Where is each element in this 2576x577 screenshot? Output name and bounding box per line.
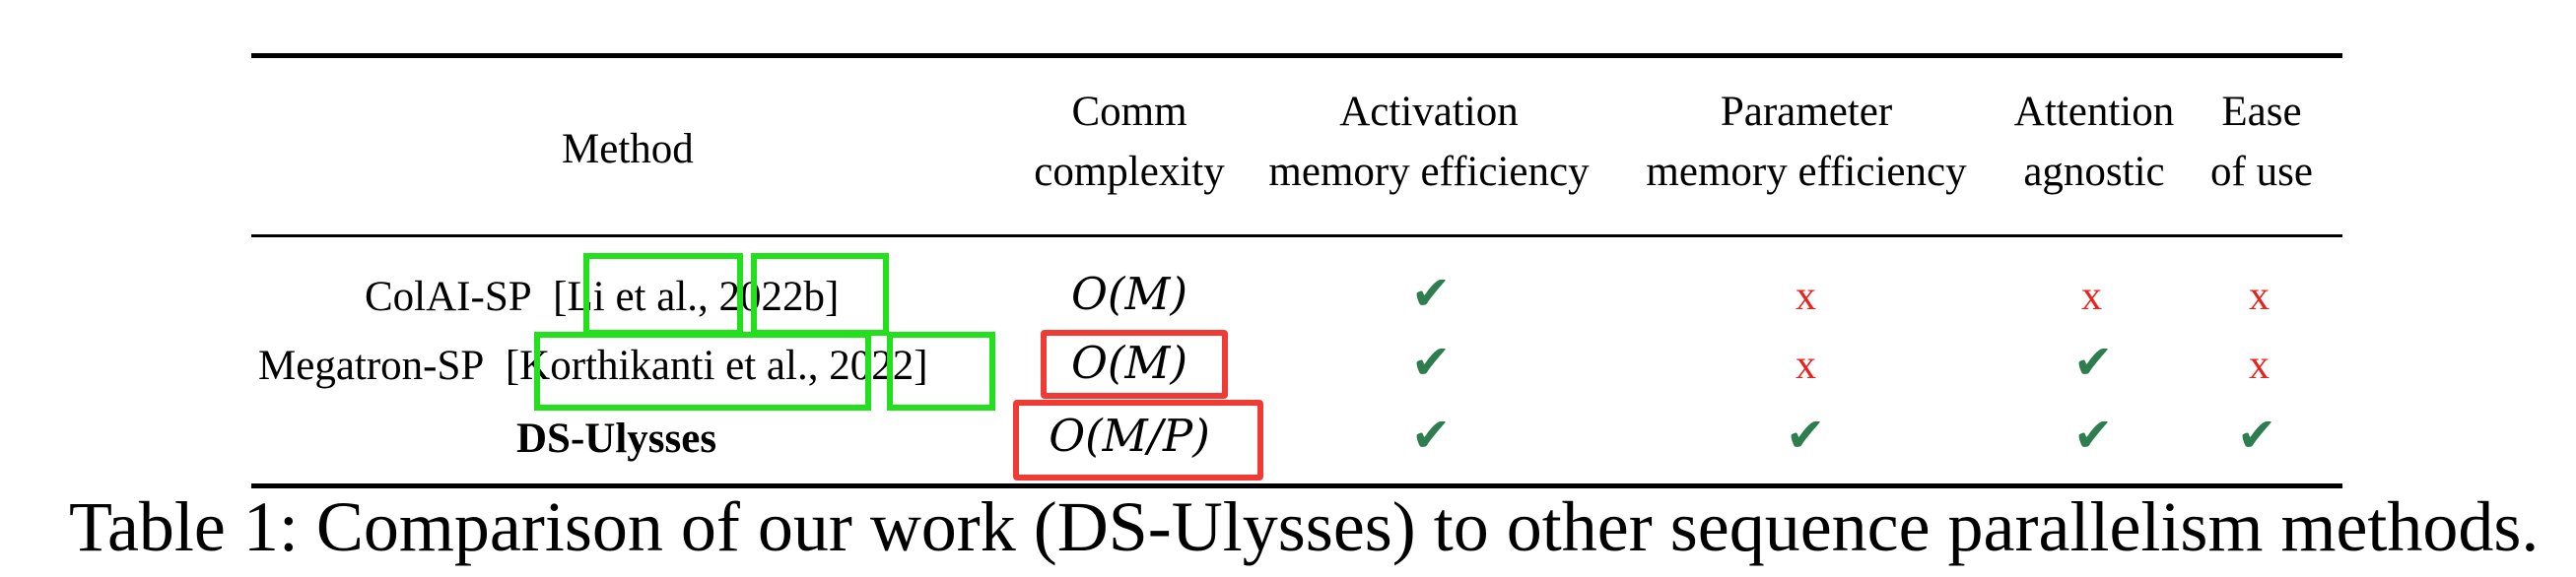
row-2-attention-check-icon: ✔ [2073,335,2114,390]
header-activation-line2: memory efficiency [1268,149,1590,195]
bottom-rule [251,483,2342,488]
header-parameter-line1: Parameter [1720,89,1893,135]
cite-close: ] [825,274,840,320]
header-activation-memory: Activation memory efficiency [1252,91,1606,193]
row-3-attention-check-icon: ✔ [2073,408,2114,463]
row-3-comm-complexity: O(M/P) [1049,410,1210,462]
header-ease-line1: Ease [2221,89,2302,135]
header-attention-agnostic: Attention agnostic [2000,91,2188,193]
row-1-activation-check-icon: ✔ [1411,266,1452,321]
row-2-method: Megatron-SP [Korthikanti et al., 2022] [258,345,928,387]
highlight-box-citation-author-row-1 [583,253,743,336]
highlight-box-citation-author-row-2 [534,332,871,411]
method-name: ColAI-SP [365,274,532,320]
cite-close: ] [914,343,928,389]
header-ease-line2: of use [2210,149,2313,195]
row-2-parameter-cross-icon: x [1796,343,1816,388]
cite-separator: , [698,274,709,320]
header-attention-line1: Attention [2013,89,2175,135]
method-name: Megatron-SP [258,343,485,389]
row-3-ease-check-icon: ✔ [2237,408,2277,463]
header-parameter-memory: Parameter memory efficiency [1626,91,1987,193]
header-parameter-line2: memory efficiency [1646,149,1967,195]
header-method: Method [562,126,694,172]
table-caption: Table 1: Comparison of our work (DS-Ulys… [69,487,2540,566]
cite-open: [ [553,274,568,320]
highlight-box-comm-row-2 [1041,330,1228,399]
header-ease-of-use: Ease of use [2193,91,2331,193]
row-2-activation-check-icon: ✔ [1411,335,1452,390]
cite-separator: , [807,343,819,389]
highlight-box-citation-year-row-2 [887,332,995,411]
citation-author-link[interactable]: Korthikanti et al. [519,343,808,389]
row-3-parameter-check-icon: ✔ [1786,408,1826,463]
highlight-box-citation-year-row-1 [751,253,889,336]
header-comm-line2: complexity [1034,149,1225,195]
citation-year-link[interactable]: 2022 [829,343,915,389]
highlight-box-comm-row-3 [1013,400,1263,481]
row-1-ease-cross-icon: x [2249,274,2270,319]
row-2-ease-cross-icon: x [2249,343,2270,388]
header-activation-line1: Activation [1339,89,1519,135]
row-2-comm-complexity: O(M) [1070,337,1188,389]
row-1-parameter-cross-icon: x [1796,274,1816,319]
row-3-method: DS-Ulysses [516,416,717,462]
row-3-activation-check-icon: ✔ [1411,408,1452,463]
cite-open: [ [505,343,520,389]
header-comm-line1: Comm [1071,89,1187,135]
header-attention-line2: agnostic [2023,149,2165,195]
citation-year-link[interactable]: 2022b [718,274,826,320]
header-comm-complexity: Comm complexity [1015,91,1244,193]
top-rule [251,53,2342,58]
row-1-comm-complexity: O(M) [1070,268,1188,320]
header-rule [251,234,2342,237]
row-1-attention-cross-icon: x [2081,274,2102,319]
